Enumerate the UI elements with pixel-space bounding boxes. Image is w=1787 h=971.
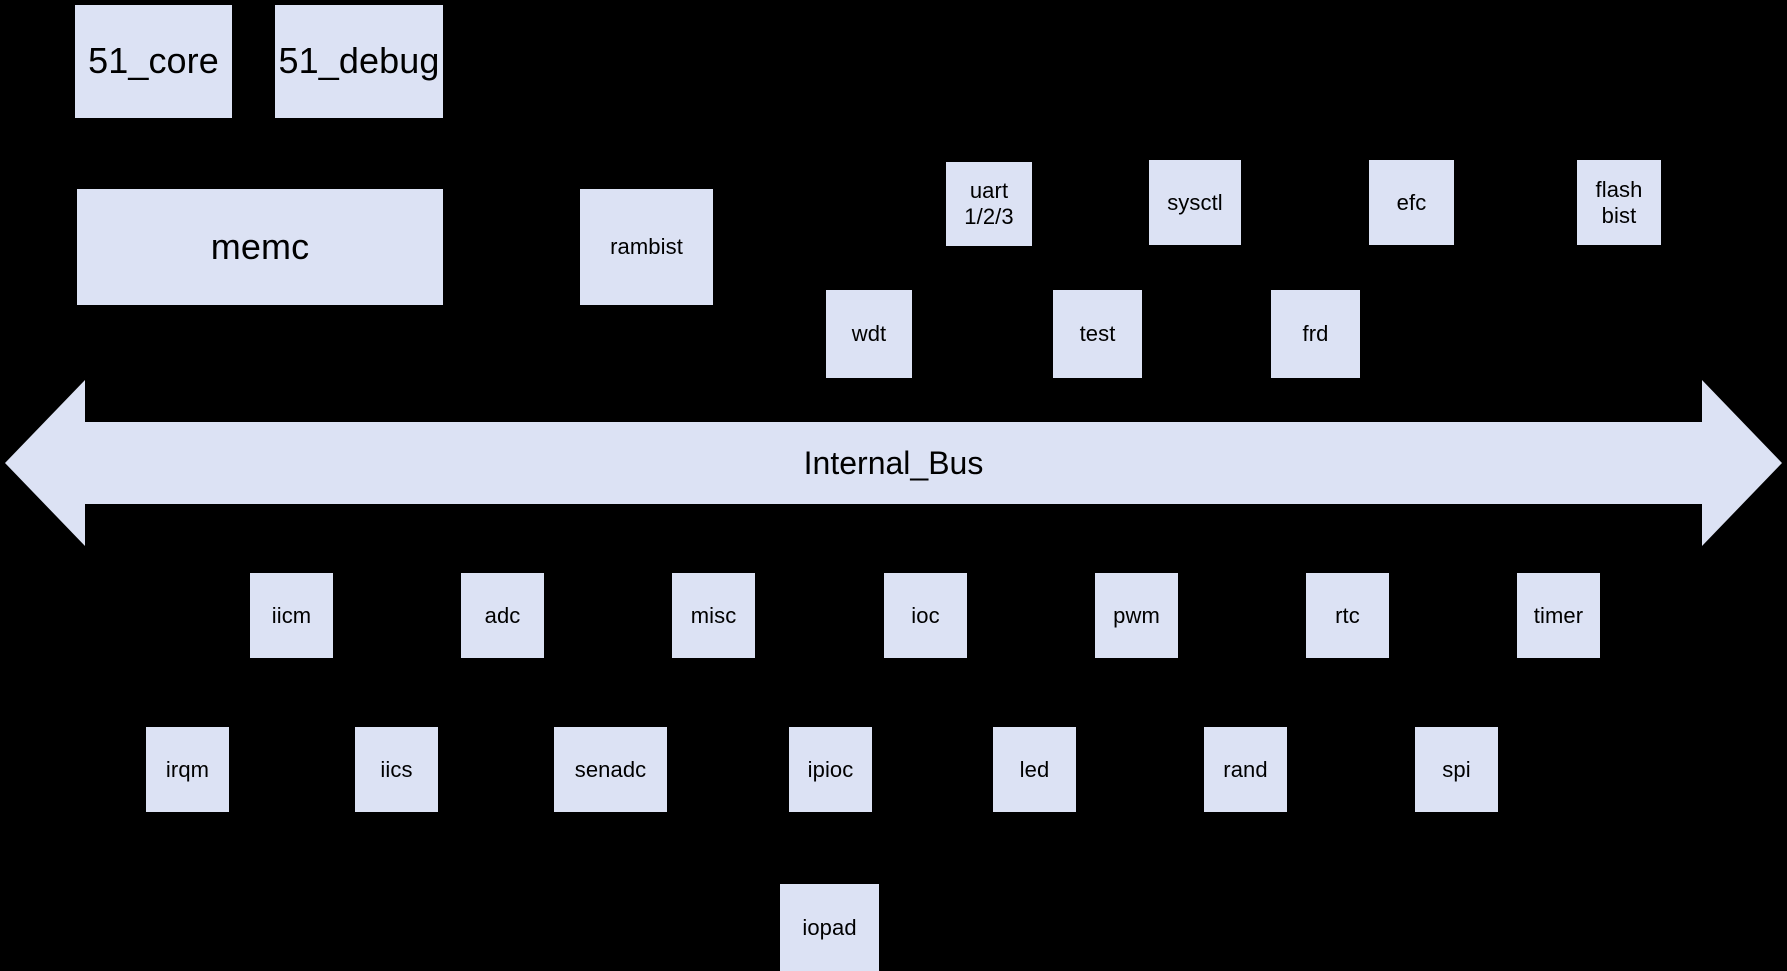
block-memc[interactable]: memc bbox=[77, 189, 443, 305]
block-led[interactable]: led bbox=[993, 727, 1076, 812]
block-ipioc[interactable]: ipioc bbox=[789, 727, 872, 812]
block-rtc[interactable]: rtc bbox=[1306, 573, 1389, 658]
block-test[interactable]: test bbox=[1053, 290, 1142, 378]
block-misc[interactable]: misc bbox=[672, 573, 755, 658]
block-flash_bist[interactable]: flash bist bbox=[1577, 160, 1661, 245]
block-pwm[interactable]: pwm bbox=[1095, 573, 1178, 658]
block-51_debug[interactable]: 51_debug bbox=[275, 5, 443, 118]
block-efc[interactable]: efc bbox=[1369, 160, 1454, 245]
block-adc[interactable]: adc bbox=[461, 573, 544, 658]
block-iics[interactable]: iics bbox=[355, 727, 438, 812]
block-frd[interactable]: frd bbox=[1271, 290, 1360, 378]
block-51_core[interactable]: 51_core bbox=[75, 5, 232, 118]
block-iicm[interactable]: iicm bbox=[250, 573, 333, 658]
block-senadc[interactable]: senadc bbox=[554, 727, 667, 812]
internal-bus-arrow bbox=[0, 378, 1787, 548]
bus-double-arrow-shape bbox=[5, 380, 1782, 546]
block-rand[interactable]: rand bbox=[1204, 727, 1287, 812]
block-irqm[interactable]: irqm bbox=[146, 727, 229, 812]
block-iopad[interactable]: iopad bbox=[780, 884, 879, 971]
block-timer[interactable]: timer bbox=[1517, 573, 1600, 658]
block-rambist[interactable]: rambist bbox=[580, 189, 713, 305]
block-sysctl[interactable]: sysctl bbox=[1149, 160, 1241, 245]
block-uart_123[interactable]: uart 1/2/3 bbox=[946, 162, 1032, 246]
block-ioc[interactable]: ioc bbox=[884, 573, 967, 658]
block-wdt[interactable]: wdt bbox=[826, 290, 912, 378]
block-spi[interactable]: spi bbox=[1415, 727, 1498, 812]
